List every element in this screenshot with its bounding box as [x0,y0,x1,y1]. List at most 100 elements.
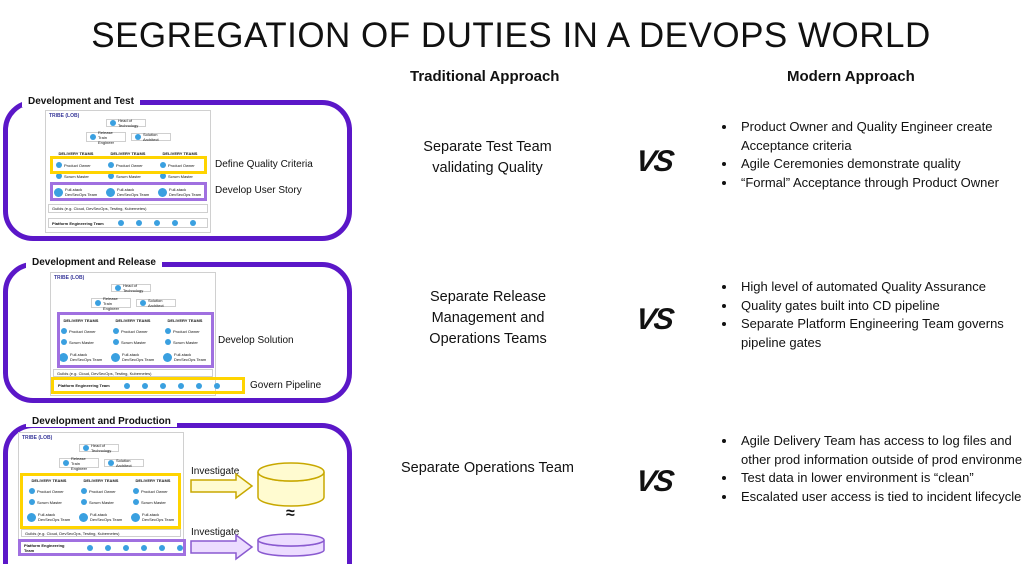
guilds-row: Guilds (e.g. Cloud, DevSecOps, Testing, … [48,204,208,213]
person-icon [110,120,116,126]
team-icon [54,187,63,197]
person-icon [90,134,96,140]
product-owner: Product Owner [133,488,168,494]
vs-label: VS [633,145,675,178]
section-label: Development and Test [22,96,140,107]
note-develop-user-story: Develop User Story [215,185,302,196]
person-icon [56,173,62,179]
person-icon [108,173,114,179]
scrum-master: Scrum Master [160,173,193,179]
person-icon [160,173,166,179]
scrum-master: Scrum Master [108,173,141,179]
product-owner: Product Owner [29,488,64,494]
note-investigate: Investigate [191,527,240,538]
person-icon [171,220,178,226]
platform-engineering-row: Platform Engineering Team [48,218,208,228]
fullstack-team: Full-stack DevSecOps Team [111,352,157,362]
note-govern-pipeline: Govern Pipeline [250,380,322,391]
modern-bullets: Agile Delivery Team has access to log fi… [715,432,1022,506]
scrum-master: Scrum Master [133,499,166,505]
bullet: Quality gates built into CD pipeline [737,297,1022,316]
platform-team-highlight [18,539,186,556]
tribe-label: TRIBE (LOB) [54,275,85,281]
person-icon [140,300,146,306]
product-owner: Product Owner [113,328,148,334]
fullstack-team: Full-stack DevSecOps Team [27,512,73,522]
govern-pipeline-highlight [51,377,245,394]
guilds-row: Guilds (e.g. Cloud, DevSecOps, Testing, … [53,369,213,377]
person-icon [117,220,124,226]
note-develop-solution: Develop Solution [218,335,294,346]
delivery-teams-header: DELIVERY TEAMS [135,478,171,483]
fullstack-team: Full-stack DevSecOps Team [131,512,177,522]
fullstack-team: Full-stack DevSecOps Team [54,187,100,197]
org-chart: TRIBE (LOB) Head of Technology Release T… [18,432,184,556]
tribe-label: TRIBE (LOB) [49,113,80,119]
vs-label: VS [633,465,675,498]
solution-architect: Solution Architect [136,298,176,308]
delivery-teams-highlight [20,473,181,529]
approx-icon: ≈ [286,505,295,522]
scrum-master: Scrum Master [113,339,146,345]
traditional-text: Separate Test Team validating Quality [423,139,552,176]
section-label: Development and Release [26,257,162,268]
person-icon [135,220,142,226]
person-icon [108,162,114,168]
scrum-master: Scrum Master [56,173,89,179]
person-icon [115,285,121,291]
database-top [257,462,325,482]
develop-solution-highlight [57,312,214,368]
person-icon [153,220,160,226]
head-of-technology: Head of Technology [111,283,151,293]
quality-criteria-highlight [50,156,207,174]
person-icon [189,220,196,226]
traditional-text: Separate Release Management and Operatio… [429,289,547,347]
note-define-quality-criteria: Define Quality Criteria [215,159,313,170]
product-owner: Product Owner [56,162,91,168]
delivery-teams-header: DELIVERY TEAMS [167,318,203,323]
fullstack-team: Full-stack DevSecOps Team [79,512,125,522]
bullet: Separate Platform Engineering Team gover… [737,315,1022,352]
org-chart: TRIBE (LOB) Head of Technology Release T… [45,110,211,233]
vs-label: VS [633,303,675,336]
bullet: Product Owner and Quality Engineer creat… [737,118,1022,155]
team-icon [158,187,167,197]
product-owner: Product Owner [108,162,143,168]
scrum-master: Scrum Master [29,499,62,505]
fullstack-team: Full-stack DevSecOps Team [59,352,105,362]
product-owner: Product Owner [81,488,116,494]
platform-engineering-row: Platform Engineering Team [55,380,241,391]
bullet: High level of automated Quality Assuranc… [737,278,1022,297]
fullstack-team: Full-stack DevSecOps Team [163,352,209,362]
modern-bullets: High level of automated Quality Assuranc… [715,278,1022,352]
traditional-text: Separate Operations Team [400,460,575,476]
scrum-master: Scrum Master [61,339,94,345]
person-icon [56,162,62,168]
bullet: Escalated user access is tied to inciden… [737,488,1022,507]
delivery-teams-header: DELIVERY TEAMS [58,151,94,156]
release-train-engineer: Release Train Engineer [91,296,131,311]
product-owner: Product Owner [165,328,200,334]
production-flow-graphic [190,462,325,561]
delivery-teams-header: DELIVERY TEAMS [83,478,119,483]
slide-title: SEGREGATION OF DUTIES IN A DEVOPS WORLD [91,16,931,55]
delivery-teams-header: DELIVERY TEAMS [63,318,99,323]
fullstack-team: Full-stack DevSecOps Team [106,187,152,197]
person-icon [95,300,101,306]
person-icon [160,162,166,168]
delivery-teams-header: DELIVERY TEAMS [162,151,198,156]
scrum-master: Scrum Master [165,339,198,345]
solution-architect: Solution Architect [131,132,171,142]
team-icon [106,187,115,197]
platform-engineering-row: Platform Engineering Team [21,542,183,553]
head-of-technology: Head of Technology [106,118,146,128]
bullet: Agile Delivery Team has access to log fi… [737,432,1022,469]
bullet: Test data in lower environment is “clean… [737,469,1022,488]
delivery-teams-header: DELIVERY TEAMS [115,318,151,323]
section-label: Development and Production [26,416,177,427]
fullstack-team: Full-stack DevSecOps Team [158,187,204,197]
scrum-master: Scrum Master [81,499,114,505]
product-owner: Product Owner [160,162,195,168]
database-top [257,533,325,547]
traditional-column-header: Traditional Approach [410,68,560,85]
